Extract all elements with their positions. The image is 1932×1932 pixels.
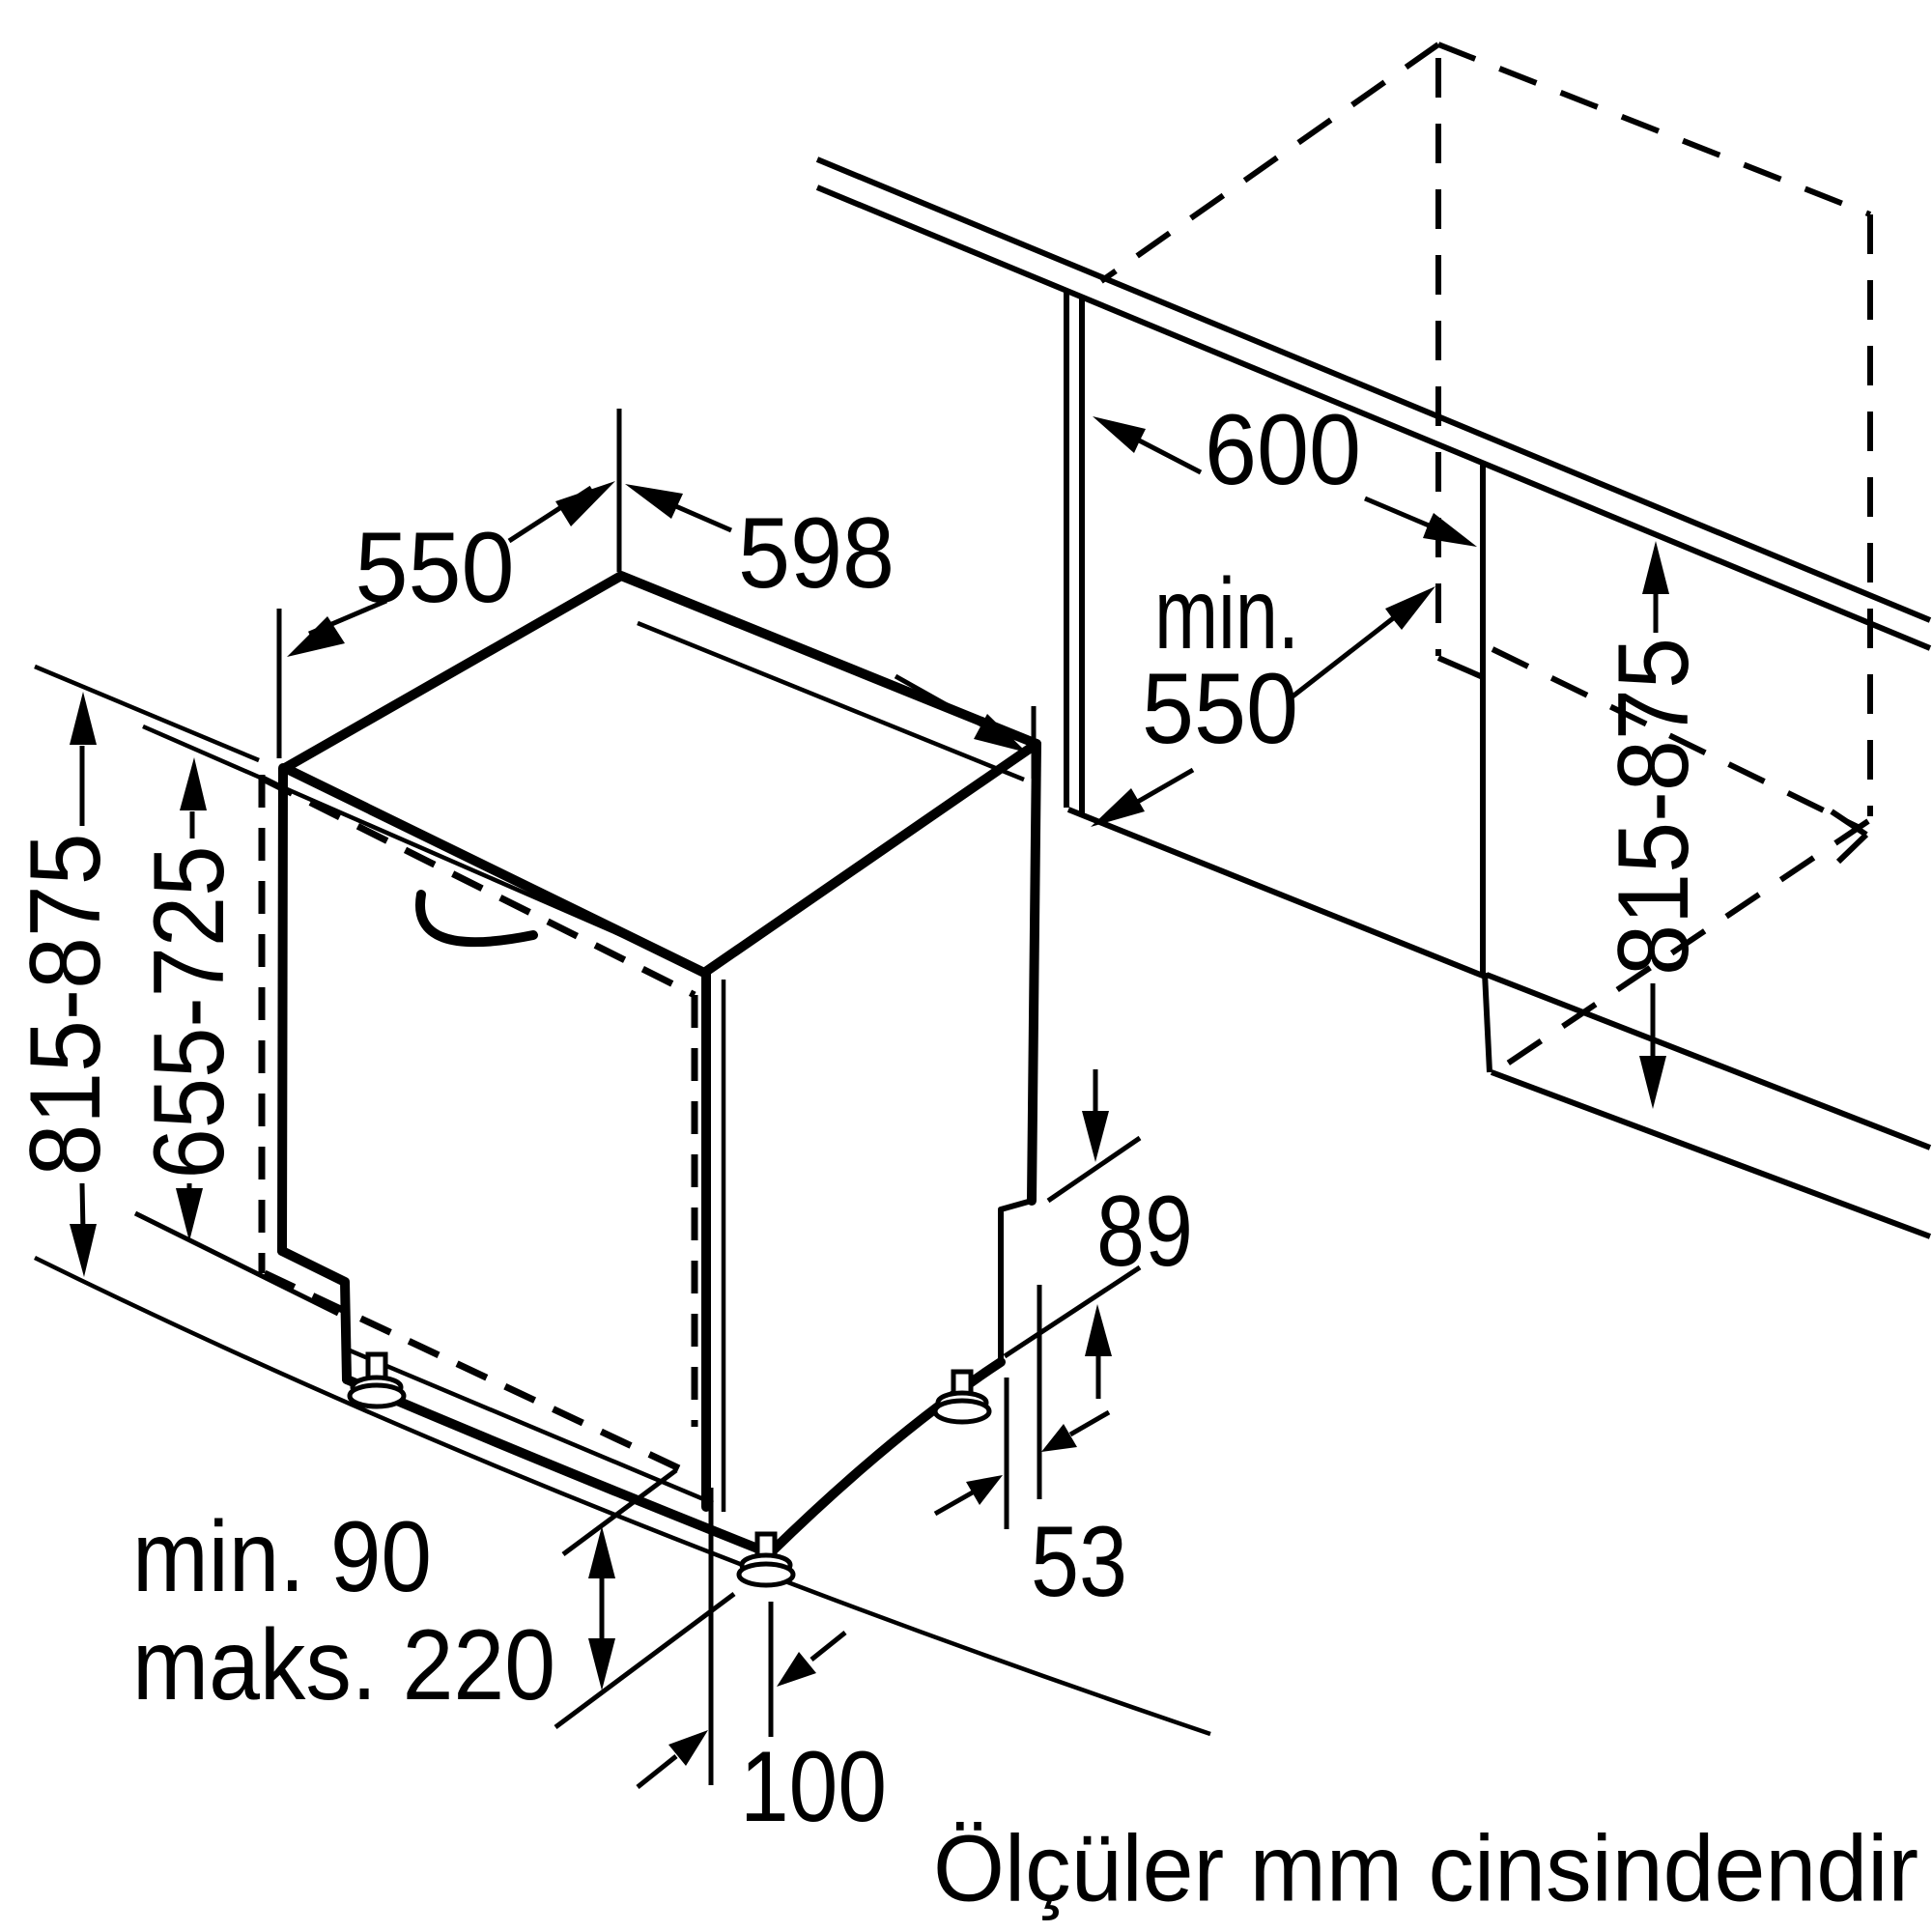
rear-foot xyxy=(932,1369,992,1425)
door-handle-icon xyxy=(415,890,538,948)
front-trim-line xyxy=(142,724,711,977)
dimension-arrows xyxy=(70,416,1669,1789)
rear-right-edge xyxy=(1027,739,1041,1206)
label-height-right-815-875: 815-875 xyxy=(1598,638,1710,976)
label-door-height-655-725: 655-725 xyxy=(133,846,245,1179)
cube-arrowhead-icon xyxy=(1830,809,1869,865)
niche-side-panel xyxy=(1064,290,1490,980)
label-niche-min-550: 550 xyxy=(1142,653,1298,765)
counter-reference-line xyxy=(34,664,260,763)
label-plinth-min-90: min. 90 xyxy=(132,1501,432,1613)
plinth-reveal-line xyxy=(349,1348,714,1506)
right-cabinet-step xyxy=(1436,655,1485,680)
door-dashed-bottom xyxy=(263,1269,681,1472)
reference-lines xyxy=(34,664,1211,1737)
cube-top-front-edge xyxy=(1099,42,1440,284)
top-face-rim xyxy=(637,620,1025,782)
niche-dashed-cube xyxy=(1099,42,1873,1071)
adjustable-feet xyxy=(347,1351,992,1588)
label-height-left-815-875: 815-875 xyxy=(10,834,122,1177)
label-100: 100 xyxy=(740,1731,887,1843)
label-89: 89 xyxy=(1096,1176,1193,1288)
floor-strip-bottom xyxy=(1490,1069,1932,1239)
front-left-foot xyxy=(347,1351,407,1409)
door-bottom-step xyxy=(277,1246,352,1384)
dimension-ticks xyxy=(133,409,1142,1785)
tick-plinth-top xyxy=(561,1467,678,1557)
floor-strip xyxy=(1482,972,1932,1239)
cube-bottom-rear-edge xyxy=(1491,646,1861,831)
floor-strip-left xyxy=(1482,972,1492,1073)
label-worktop-600: 600 xyxy=(1205,394,1361,506)
tick-655-bottom xyxy=(133,1210,340,1317)
unit-note: Ölçüler mm cinsindendir xyxy=(933,1816,1918,1921)
right-cabinet xyxy=(1436,463,1486,973)
front-right-foot xyxy=(736,1531,796,1588)
worktop-top-edge xyxy=(815,156,1932,623)
floor-strip-top xyxy=(1485,972,1932,1151)
dimension-labels: 550 598 600 min. 550 815-875 655-725 815… xyxy=(10,394,1918,1921)
label-plinth-max-220: maks. 220 xyxy=(132,1609,555,1721)
worktop-lines xyxy=(815,156,1932,651)
label-niche-min-word: min. xyxy=(1154,558,1299,670)
panel-floor-line xyxy=(1066,807,1490,980)
tick-89-bottom xyxy=(1003,1264,1142,1359)
top-face xyxy=(280,571,1041,978)
front-left-edge xyxy=(277,763,288,1256)
door-dashed-top xyxy=(261,775,696,999)
floor-line xyxy=(34,1255,1211,1737)
tick-plinth-bottom xyxy=(554,1591,736,1730)
dishwasher-door-dashed xyxy=(258,775,698,1472)
label-depth-550: 550 xyxy=(355,512,515,624)
cube-top-right-edge xyxy=(1436,42,1872,217)
tick-89-top xyxy=(1046,1135,1142,1204)
label-53: 53 xyxy=(1031,1506,1127,1618)
worktop-bottom-edge xyxy=(815,185,1932,651)
cube-bottom-right-edge xyxy=(1498,818,1870,1071)
label-width-598: 598 xyxy=(738,497,895,610)
rear-foot-notch xyxy=(998,1198,1033,1361)
